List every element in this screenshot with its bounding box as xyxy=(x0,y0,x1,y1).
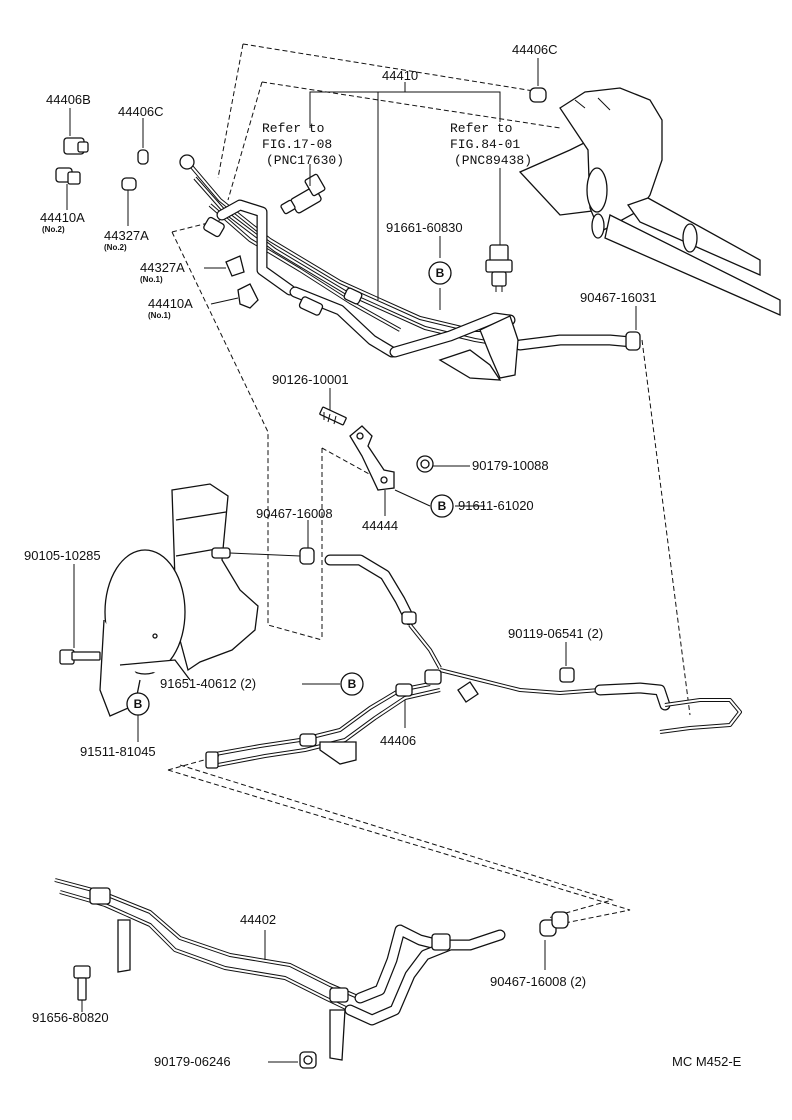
label-44444: 44444 xyxy=(362,518,398,533)
refer-note-2-line1: Refer to xyxy=(450,121,512,136)
label-90467-16008-2: 90467-16008 (2) xyxy=(490,974,586,989)
diagram-code: MC M452-E xyxy=(672,1054,742,1069)
refer-note-2-line3: (PNC89438) xyxy=(454,153,532,168)
svg-text:B: B xyxy=(438,499,447,513)
svg-text:B: B xyxy=(134,697,143,711)
label-90179-06246: 90179-06246 xyxy=(154,1054,231,1069)
clip-90467-16031 xyxy=(625,331,641,351)
label-90179-10088: 90179-10088 xyxy=(472,458,549,473)
badge-b-3: B xyxy=(340,672,364,696)
label-91656-80820: 91656-80820 xyxy=(32,1010,109,1025)
label-91611-61020: 91611-61020 xyxy=(458,498,534,513)
svg-text:B: B xyxy=(436,266,445,280)
label-90467-16031: 90467-16031 xyxy=(580,290,657,305)
label-44327a-no1: 44327A xyxy=(140,260,185,275)
label-90119-06541: 90119-06541 (2) xyxy=(508,626,603,641)
label-44410a-no2: 44410A xyxy=(40,210,85,225)
refer-note-1-line1: Refer to xyxy=(262,121,324,136)
badge-b-1: B xyxy=(428,261,452,285)
upper-dashed-outline xyxy=(171,43,691,716)
label-44406c-top: 44406C xyxy=(512,42,558,57)
refer-note-1-line2: FIG.17-08 xyxy=(262,137,332,152)
leader-lines xyxy=(66,58,637,1063)
fitting-44410a-no2 xyxy=(55,167,81,185)
label-90467-16008: 90467-16008 xyxy=(256,506,333,521)
pressure-switch-left xyxy=(280,173,326,215)
refer-note-1-line3: (PNC17630) xyxy=(266,153,344,168)
label-90105-10285: 90105-10285 xyxy=(24,548,101,563)
badge-b-2: B xyxy=(430,494,454,518)
label-44410a-no2-suffix: (No.2) xyxy=(42,225,65,234)
nut-90179-10088 xyxy=(416,455,434,473)
fitting-44406b xyxy=(63,137,89,155)
gasket-44327a-no1 xyxy=(225,255,245,277)
nut-90179-06246 xyxy=(299,1051,317,1069)
return-hose-44406 xyxy=(205,554,742,769)
steering-gear-housing xyxy=(518,87,781,316)
label-91511-81045: 91511-81045 xyxy=(80,744,156,759)
label-44406c-left: 44406C xyxy=(118,104,164,119)
label-44410: 44410 xyxy=(382,68,418,83)
label-91661-60830: 91661-60830 xyxy=(386,220,463,235)
top-clip-44406c xyxy=(529,87,547,103)
label-44410a-no1-suffix: (No.1) xyxy=(148,311,171,320)
label-91651-40612: 91651-40612 (2) xyxy=(160,676,256,691)
nut-90119-06541 xyxy=(559,667,575,683)
power-steering-pump xyxy=(99,483,301,717)
label-44402: 44402 xyxy=(240,912,276,927)
clip-44406c-left xyxy=(137,149,149,165)
label-90126-10001: 90126-10001 xyxy=(272,372,349,387)
svg-text:B: B xyxy=(348,677,357,691)
fitting-44410a-no1 xyxy=(237,283,259,309)
pressure-tube-assembly-44410 xyxy=(179,154,641,381)
pressure-switch-right xyxy=(485,244,513,292)
label-44327a-no2-suffix: (No.2) xyxy=(104,243,127,252)
label-44327a-no1-suffix: (No.1) xyxy=(140,275,163,284)
bolt-91656-80820 xyxy=(73,965,91,1001)
gasket-44327a-no2 xyxy=(121,177,137,191)
label-44406: 44406 xyxy=(380,733,416,748)
bolt-90126-10001 xyxy=(319,406,347,426)
label-44327a-no2: 44327A xyxy=(104,228,149,243)
oil-cooler-tube-44402 xyxy=(54,878,569,1061)
label-44406b: 44406B xyxy=(46,92,91,107)
badge-b-4: B xyxy=(126,692,150,716)
bracket-44444 xyxy=(349,425,395,491)
lower-dashed-outline xyxy=(167,754,631,926)
label-44410a-no1: 44410A xyxy=(148,296,193,311)
clip-90467-16008 xyxy=(299,547,315,565)
refer-note-2-line2: FIG.84-01 xyxy=(450,137,520,152)
bolt-90105-10285 xyxy=(59,649,101,665)
